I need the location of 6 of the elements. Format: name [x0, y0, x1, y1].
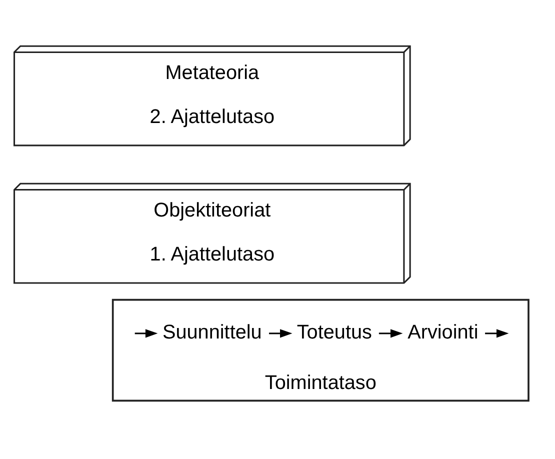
node-text: Toteutus: [296, 322, 372, 344]
arrow: [269, 329, 292, 338]
arrow: [134, 329, 158, 338]
arrow: [378, 329, 403, 338]
node-text: Arviointi: [408, 322, 478, 344]
node-text: Suunnittelu: [162, 322, 262, 344]
